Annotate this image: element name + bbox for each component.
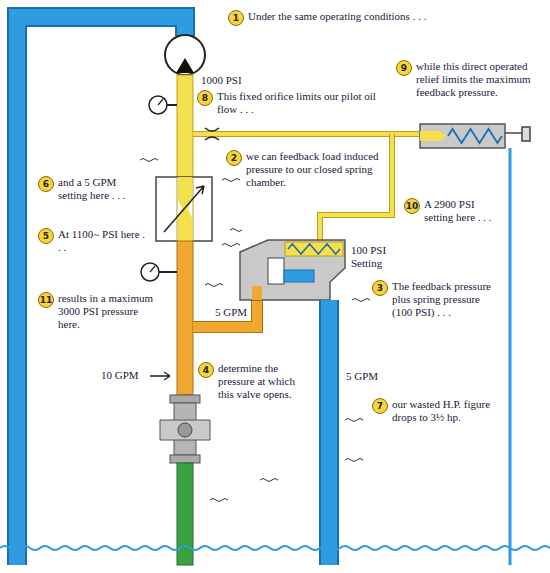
callout: 5At 1100~ PSI here . . . bbox=[38, 228, 148, 254]
suction-line bbox=[177, 463, 193, 565]
pressure-line bbox=[177, 75, 193, 177]
inlet-port bbox=[252, 286, 262, 300]
callout: 3The feedback pressure plus spring press… bbox=[372, 280, 502, 320]
flow-path-edge bbox=[177, 177, 193, 241]
pressure-gauge bbox=[149, 96, 167, 114]
callout: 8This fixed orifice limits our pilot oil… bbox=[197, 90, 392, 116]
callout-text: while this direct operated relief limits… bbox=[416, 60, 544, 100]
flow-pointer bbox=[150, 372, 170, 380]
adjustable-arrow bbox=[164, 186, 204, 232]
callout-number: 2 bbox=[226, 150, 242, 166]
pressure-gauge bbox=[141, 263, 159, 281]
callout: 4determine the pressure at which this va… bbox=[198, 362, 313, 402]
callout-number: 6 bbox=[38, 176, 54, 192]
callout-text: results in a maximum 3000 PSI pressure h… bbox=[58, 292, 158, 332]
callout-number: 1 bbox=[228, 10, 244, 26]
valve-drain bbox=[321, 300, 337, 565]
flow-control-valve bbox=[156, 177, 212, 241]
valve-piston bbox=[268, 258, 284, 284]
callout-text: Under the same operating conditions . . … bbox=[248, 10, 548, 23]
blue-pipe bbox=[17, 17, 185, 565]
callout-number: 3 bbox=[372, 280, 388, 296]
callout-text: The feedback pressure plus spring pressu… bbox=[392, 280, 502, 320]
gauge-needle bbox=[158, 99, 163, 105]
tank-surface bbox=[0, 546, 550, 550]
flow-rate: 5 GPM bbox=[345, 370, 379, 383]
callout: 11results in a maximum 3000 PSI pressure… bbox=[38, 292, 158, 332]
valve-port bbox=[284, 270, 314, 282]
callout-number: 4 bbox=[198, 362, 214, 378]
relief-drain bbox=[509, 148, 512, 565]
callout-number: 11 bbox=[38, 292, 54, 308]
callout-text: A 2900 PSI setting here . . . bbox=[424, 198, 504, 224]
pump-symbol bbox=[165, 35, 205, 75]
flange bbox=[170, 455, 200, 463]
callout: 9while this direct operated relief limit… bbox=[396, 60, 544, 100]
gauge-stem bbox=[167, 104, 177, 106]
orange-line bbox=[177, 241, 193, 395]
flow-rate: 5 GPM bbox=[214, 306, 248, 319]
relief-seat bbox=[420, 131, 446, 141]
pressure-reading: 1000 PSI bbox=[200, 74, 243, 87]
relief-spring bbox=[448, 129, 502, 143]
feedback-line-outline bbox=[320, 134, 392, 240]
flow-path bbox=[178, 177, 192, 241]
callout-text: our wasted H.P. figure drops to 3½ hp. bbox=[392, 398, 502, 424]
callout-text: we can feedback load induced pressure to… bbox=[246, 150, 381, 190]
callout-text: This fixed orifice limits our pilot oil … bbox=[217, 90, 392, 116]
balanced-relief-valve bbox=[240, 240, 345, 300]
check-valve-port bbox=[160, 420, 210, 440]
orange-branch bbox=[193, 298, 257, 327]
callout-number: 8 bbox=[197, 90, 213, 106]
callout-text: and a 5 GPM setting here . . . bbox=[58, 176, 148, 202]
adjust-handle bbox=[505, 127, 530, 141]
callout: 7our wasted H.P. figure drops to 3½ hp. bbox=[372, 398, 502, 424]
callout-text: At 1100~ PSI here . . . bbox=[58, 228, 148, 254]
feedback-line bbox=[320, 134, 392, 240]
spring-setting: 100 PSI Setting bbox=[350, 244, 400, 270]
vibration-marks bbox=[140, 159, 370, 502]
pump-triangle bbox=[176, 58, 194, 73]
gauge-needle bbox=[150, 266, 155, 272]
pilot-line-outline bbox=[193, 131, 420, 137]
gauge-stem bbox=[159, 271, 177, 273]
callout: 6and a 5 GPM setting here . . . bbox=[38, 176, 148, 202]
flange bbox=[170, 395, 200, 403]
callout-number: 7 bbox=[372, 398, 388, 414]
callout: 1 Under the same operating conditions . .… bbox=[228, 10, 548, 26]
callout-text: determine the pressure at which this val… bbox=[218, 362, 313, 402]
spring-chamber bbox=[285, 242, 343, 256]
callout-number: 5 bbox=[38, 228, 54, 244]
branch-outline bbox=[193, 298, 257, 327]
valve-spring bbox=[288, 244, 340, 254]
drain-outline bbox=[319, 300, 339, 565]
callout: 10A 2900 PSI setting here . . . bbox=[404, 198, 504, 224]
flow-rate: 10 GPM bbox=[100, 369, 140, 382]
callout: 2we can feedback load induced pressure t… bbox=[226, 150, 381, 190]
callout-number: 10 bbox=[404, 198, 420, 214]
check-ball bbox=[178, 423, 192, 437]
callout-number: 9 bbox=[396, 60, 412, 76]
pilot-line bbox=[193, 132, 420, 136]
direct-relief-valve bbox=[420, 124, 505, 148]
blue-pipe-outline bbox=[17, 17, 185, 565]
fixed-orifice bbox=[205, 128, 219, 140]
